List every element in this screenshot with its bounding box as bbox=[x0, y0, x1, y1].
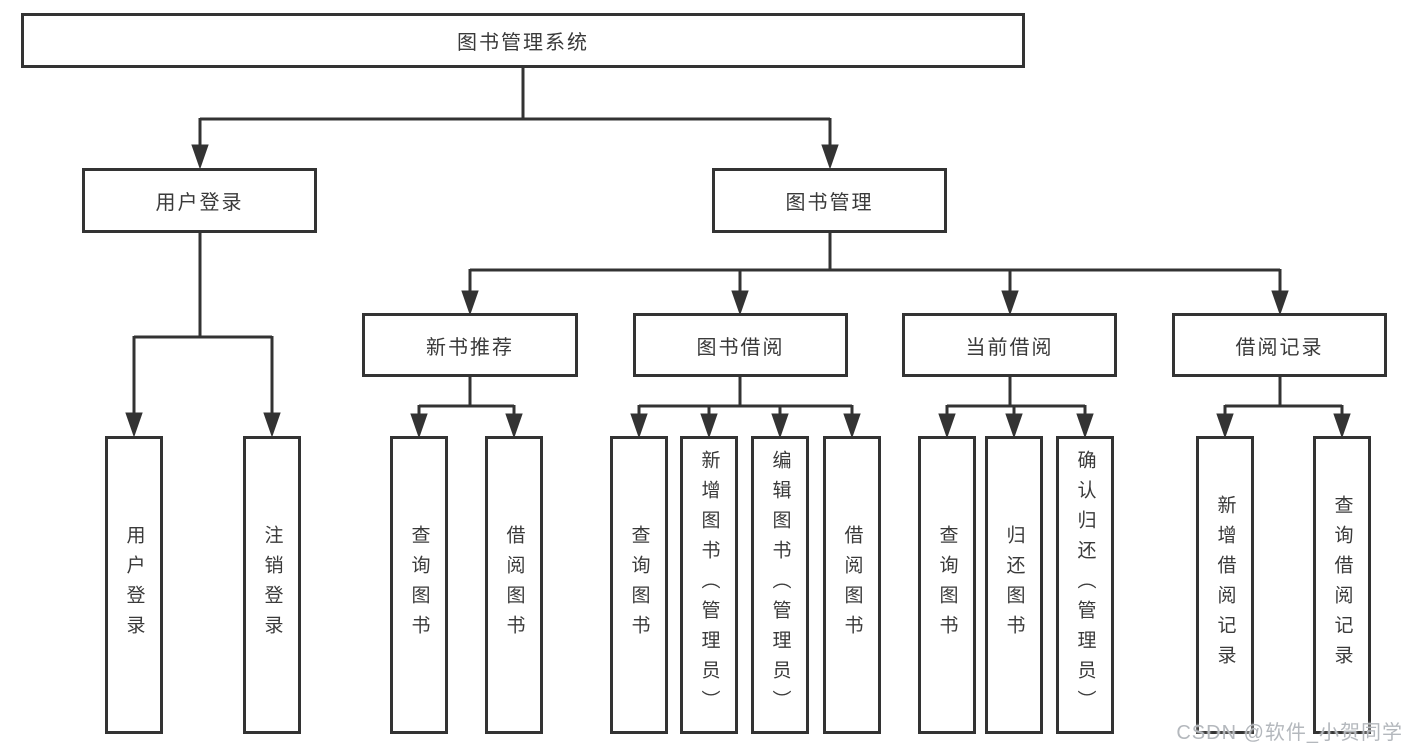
node-leaf-query-borrow-record: 查询借阅记录 bbox=[1313, 436, 1371, 734]
node-label: 确认归还（管理员） bbox=[1074, 450, 1096, 720]
node-leaf-edit-books-admin: 编辑图书（管理员） bbox=[751, 436, 809, 734]
node-label: 图书管理系统 bbox=[457, 32, 589, 54]
node-label: 用户登录 bbox=[155, 192, 244, 214]
node-label: 新书推荐 bbox=[426, 336, 514, 359]
node-leaf-confirm-return-admin: 确认归还（管理员） bbox=[1056, 436, 1114, 734]
node-label: 借阅图书 bbox=[503, 525, 525, 645]
node-leaf-query-books-current: 查询图书 bbox=[918, 436, 976, 734]
node-leaf-add-books-admin: 新增图书（管理员） bbox=[680, 436, 738, 734]
node-root-library-system: 图书管理系统 bbox=[21, 13, 1025, 68]
node-label: 查询图书 bbox=[628, 525, 650, 645]
node-label: 新增借阅记录 bbox=[1214, 495, 1236, 675]
node-leaf-borrow-books: 借阅图书 bbox=[823, 436, 881, 734]
node-new-book-recommend: 新书推荐 bbox=[362, 313, 578, 377]
node-label: 查询借阅记录 bbox=[1331, 495, 1353, 675]
node-leaf-logout: 注销登录 bbox=[243, 436, 301, 734]
node-user-login: 用户登录 bbox=[82, 168, 317, 233]
node-label: 编辑图书（管理员） bbox=[769, 450, 791, 720]
arrowheads bbox=[125, 144, 1351, 439]
node-label: 查询图书 bbox=[936, 525, 958, 645]
node-label: 用户登录 bbox=[123, 525, 145, 645]
node-leaf-add-borrow-record: 新增借阅记录 bbox=[1196, 436, 1254, 734]
node-book-borrowing: 图书借阅 bbox=[633, 313, 848, 377]
node-label: 查询图书 bbox=[408, 525, 430, 645]
node-label: 注销登录 bbox=[261, 525, 283, 645]
node-leaf-return-books: 归还图书 bbox=[985, 436, 1043, 734]
node-leaf-borrow-books-recommend: 借阅图书 bbox=[485, 436, 543, 734]
node-leaf-user-login: 用户登录 bbox=[105, 436, 163, 734]
node-label: 借阅图书 bbox=[841, 525, 863, 645]
node-label: 当前借阅 bbox=[965, 336, 1054, 359]
csdn-watermark: CSDN @软件_小贺同学 bbox=[1176, 722, 1403, 744]
node-label: 借阅记录 bbox=[1235, 336, 1324, 359]
node-label: 新增图书（管理员） bbox=[698, 450, 720, 720]
node-label: 图书借阅 bbox=[696, 336, 785, 359]
node-current-borrowing: 当前借阅 bbox=[902, 313, 1117, 377]
node-label: 归还图书 bbox=[1003, 525, 1025, 645]
node-borrowing-records: 借阅记录 bbox=[1172, 313, 1387, 377]
node-leaf-query-books-recommend: 查询图书 bbox=[390, 436, 448, 734]
node-leaf-query-books-borrowing: 查询图书 bbox=[610, 436, 668, 734]
node-label: 图书管理 bbox=[785, 192, 874, 214]
node-book-management: 图书管理 bbox=[712, 168, 947, 233]
